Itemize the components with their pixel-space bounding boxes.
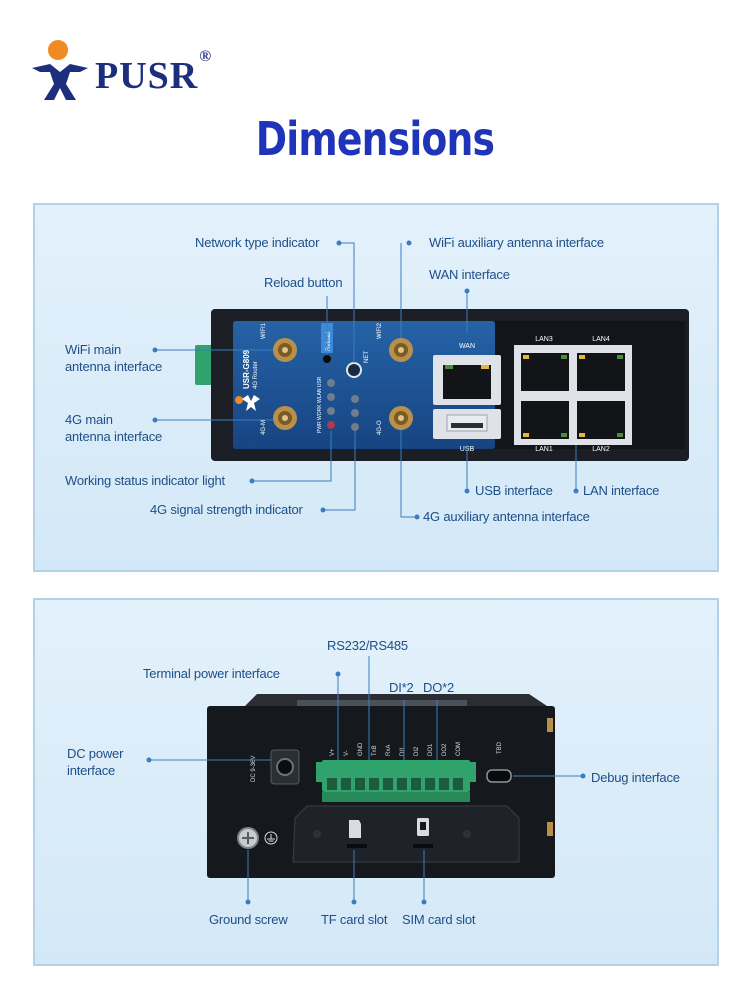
lan1-print: LAN1 <box>535 446 553 453</box>
rear-antenna-bottom <box>547 822 553 836</box>
pin-label: V+ <box>330 748 336 756</box>
top-rail-slot <box>297 700 467 710</box>
status-row-print: PWR WORK WLAN USR <box>317 376 323 433</box>
ground-screw[interactable] <box>237 827 259 849</box>
label-signal-strength: 4G signal strength indicator <box>150 502 303 517</box>
label-wifi-main-1: WiFi main <box>65 342 121 357</box>
sim-card-slot[interactable] <box>413 844 433 848</box>
usb-port[interactable] <box>433 409 501 439</box>
front-view-panel: WIFI1 WIFI2 4G-M 4G-O Reload NET USR-G80… <box>33 203 719 572</box>
label-dc-power-2: interface <box>67 763 116 778</box>
reload-button[interactable] <box>323 355 331 363</box>
label-4g-main-1: 4G main <box>65 412 113 427</box>
label-di: DI*2 <box>389 680 414 695</box>
bottom-leader-dots <box>146 671 586 905</box>
dc-print: DC 9-36V <box>251 756 257 782</box>
subtitle-print: 4G Router <box>253 361 259 389</box>
card-slot-plate <box>292 805 520 863</box>
reload-print: Reload <box>326 332 332 351</box>
pin-label: V- <box>344 750 350 756</box>
label-dc-power-1: DC power <box>67 746 124 761</box>
pin-label: COM <box>456 742 462 756</box>
dc-power-jack[interactable] <box>270 749 300 785</box>
lan-ports[interactable] <box>514 345 632 445</box>
label-lan: LAN interface <box>583 483 660 498</box>
label-4g-aux: 4G auxiliary antenna interface <box>423 509 590 524</box>
lan2-print: LAN2 <box>592 446 610 453</box>
tf-card-icon <box>349 820 361 838</box>
brand-name: PUSR® <box>95 48 213 97</box>
debug-micro-usb-port[interactable] <box>486 769 512 783</box>
net-print: NET <box>364 351 370 363</box>
wan-print: WAN <box>459 343 475 350</box>
pin-label: GND <box>358 742 364 756</box>
wifi1-print: WIFI1 <box>261 322 267 339</box>
tbd-print: TBD <box>497 741 503 754</box>
label-wan: WAN interface <box>429 267 510 282</box>
pin-label: DI1 <box>400 746 406 756</box>
label-tf-card: TF card slot <box>321 912 388 927</box>
label-rs232-rs485: RS232/RS485 <box>327 638 408 653</box>
label-debug: Debug interface <box>591 770 680 785</box>
pin-label: TxB <box>372 745 378 756</box>
ground-symbol-icon <box>264 831 278 845</box>
label-4g-main-2: antenna interface <box>65 429 163 444</box>
label-network-type: Network type indicator <box>195 235 320 250</box>
pusr-person-icon <box>32 40 88 100</box>
screw-hole-right <box>463 830 471 838</box>
terminal-slots <box>327 778 463 790</box>
pin-labels: V+ V- GND TxB RxA DI1 DI2 DO1 DO2 COM <box>330 742 462 756</box>
lan3-print: LAN3 <box>535 336 553 343</box>
label-usb: USB interface <box>475 483 553 498</box>
network-type-indicator <box>346 362 362 378</box>
router-rear-illustration: DC 9-36V V+ V- GND TxB RxA DI1 DI2 DO1 DO2 COM TB… <box>146 656 586 905</box>
bottom-leader-lines <box>149 656 583 902</box>
page-title: Dimensions <box>255 112 495 166</box>
label-do: DO*2 <box>423 680 454 695</box>
label-wifi-aux: WiFi auxiliary antenna interface <box>429 235 604 250</box>
label-sim-card: SIM card slot <box>402 912 476 927</box>
sim-card-icon <box>417 818 429 836</box>
brand-logo: PUSR® <box>30 38 250 104</box>
front-faceplate <box>233 321 495 449</box>
signal-strength-leds <box>351 395 359 431</box>
pin-label: DO1 <box>428 743 434 756</box>
pin-label: DI2 <box>414 746 420 756</box>
lan4-print: LAN4 <box>592 336 610 343</box>
wifi2-print: WIFI2 <box>377 322 383 339</box>
label-reload: Reload button <box>264 275 343 290</box>
label-ground-screw: Ground screw <box>209 912 288 927</box>
label-wifi-main-2: antenna interface <box>65 359 163 374</box>
rear-antenna-top <box>547 718 553 732</box>
label-terminal-power: Terminal power interface <box>143 666 280 681</box>
working-status-leds <box>327 379 335 429</box>
router-front-illustration: WIFI1 WIFI2 4G-M 4G-O Reload NET USR-G80… <box>152 240 689 520</box>
registered-mark: ® <box>199 48 213 65</box>
terminal-block[interactable] <box>316 760 476 802</box>
screw-hole-left <box>313 830 321 838</box>
pin-label: RxA <box>386 745 392 756</box>
top-leader-dots <box>152 240 579 520</box>
label-working-status: Working status indicator light <box>65 473 225 488</box>
top-leader-lines <box>155 242 577 518</box>
wifi2-antenna-connector <box>389 338 413 362</box>
model-print: USR-G809 <box>242 349 251 389</box>
4g-aux-antenna-connector <box>389 406 413 430</box>
wan-port[interactable] <box>433 355 501 405</box>
4g-o-print: 4G-O <box>377 420 383 435</box>
4g-main-antenna-connector <box>273 406 297 430</box>
4g-m-print: 4G-M <box>261 420 267 435</box>
rear-view-panel: DC 9-36V V+ V- GND TxB RxA DI1 DI2 DO1 DO2 COM TB… <box>33 598 719 966</box>
faceplate-logo-icon <box>235 395 260 411</box>
tf-card-slot[interactable] <box>347 844 367 848</box>
pin-label: DO2 <box>442 743 448 756</box>
wifi1-antenna-connector <box>273 338 297 362</box>
